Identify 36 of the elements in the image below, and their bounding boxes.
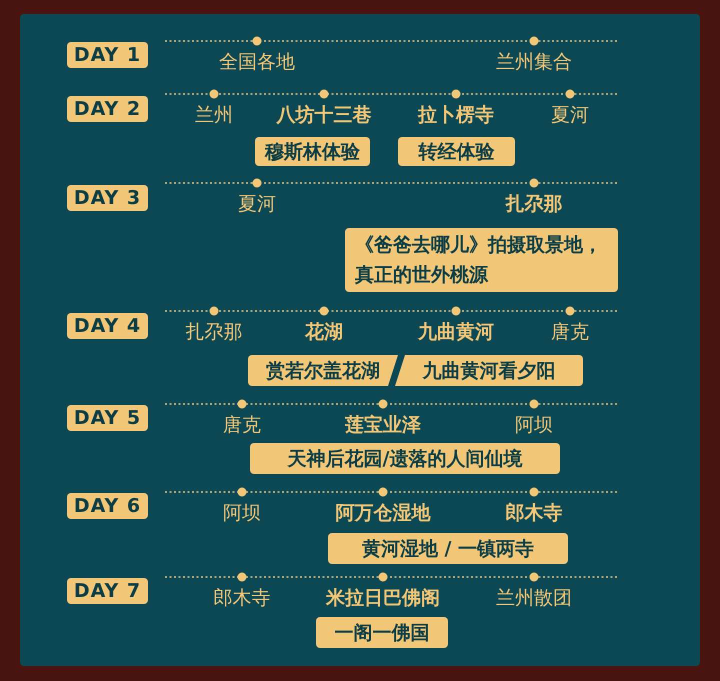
place-name: 阿万仓湿地: [336, 501, 430, 526]
highlight-box: 天神后花园/遗落的人间仙境: [250, 443, 560, 474]
place-name: 花湖: [305, 320, 343, 345]
place-name: 扎尕那: [506, 192, 562, 217]
day-badge: DAY 6: [67, 493, 148, 519]
day-badge: DAY 4: [67, 313, 148, 339]
place-name: 八坊十三巷: [276, 103, 372, 128]
place-name: 兰州: [195, 103, 233, 128]
highlight-box: 转经体验: [398, 137, 515, 166]
highlight-box: 黄河湿地 / 一镇两寺: [328, 533, 568, 564]
highlight-box: 穆斯林体验: [255, 137, 370, 166]
place-name: 夏河: [238, 192, 276, 217]
place-name: 夏河: [551, 103, 589, 128]
highlight-box: 九曲黄河看夕阳: [395, 355, 583, 386]
day-badge: DAY 2: [67, 96, 148, 122]
highlight-box: 一阁一佛国: [316, 617, 448, 648]
place-name: 拉卜楞寺: [418, 103, 494, 128]
place-name: 阿坝: [223, 501, 261, 526]
place-name: 兰州散团: [496, 586, 572, 611]
place-name: 阿坝: [515, 413, 553, 438]
place-name: 九曲黄河: [418, 320, 494, 345]
day-badge: DAY 1: [67, 42, 148, 68]
place-name: 全国各地: [219, 50, 295, 75]
highlight-box: 《爸爸去哪儿》拍摄取景地，真正的世外桃源: [345, 228, 618, 292]
day-badge: DAY 5: [67, 405, 148, 431]
place-name: 唐克: [551, 320, 589, 345]
place-name: 米拉日巴佛阁: [326, 586, 440, 611]
day-badge: DAY 3: [67, 185, 148, 211]
place-name: 兰州集合: [496, 50, 572, 75]
place-name: 郎木寺: [506, 501, 562, 526]
highlight-box: 赏若尔盖花湖: [248, 355, 398, 386]
day-badge: DAY 7: [67, 578, 148, 604]
place-name: 唐克: [223, 413, 261, 438]
place-name: 扎尕那: [186, 320, 242, 345]
place-name: 郎木寺: [214, 586, 270, 611]
place-name: 莲宝业泽: [345, 413, 421, 438]
